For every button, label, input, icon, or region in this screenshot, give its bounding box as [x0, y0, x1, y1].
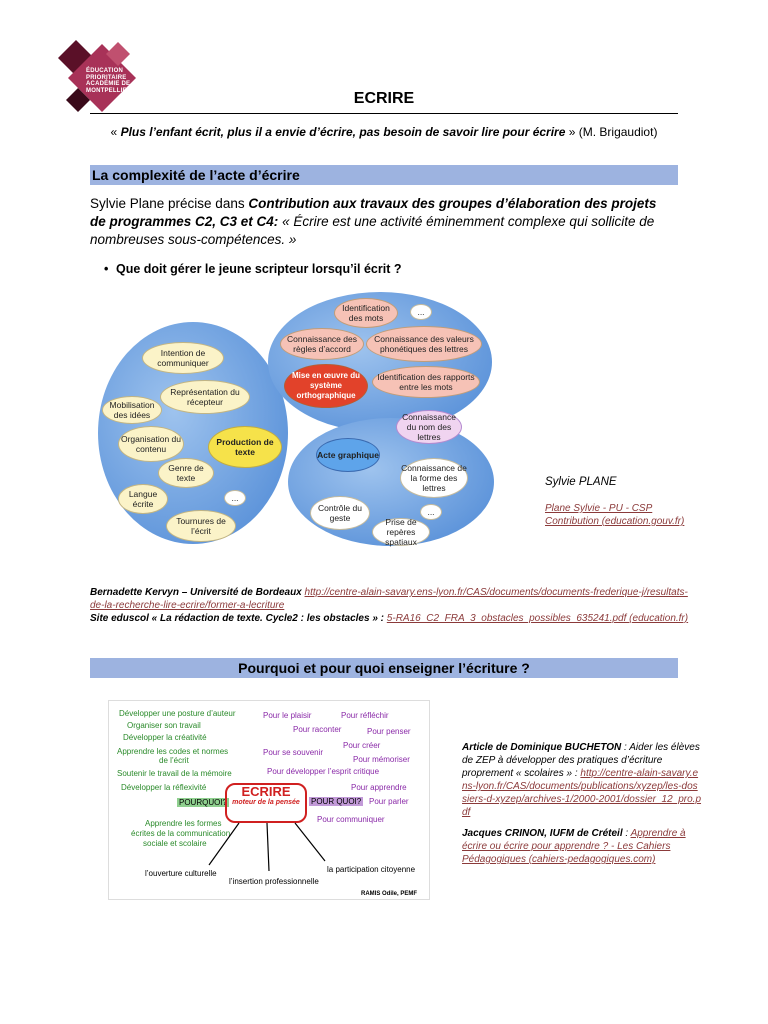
- label: de l’écrit: [159, 756, 189, 765]
- section-heading-complexity: La complexité de l’acte d’écrire: [90, 165, 678, 185]
- bubble: Connaissance de la forme des lettres: [400, 458, 468, 498]
- label: Soutenir le travail de la mémoire: [117, 769, 232, 778]
- label: Pour apprendre: [351, 783, 407, 792]
- label: POUR QUOI?: [309, 797, 364, 806]
- bubble-highlight: Mise en œuvre du système orthographique: [284, 364, 368, 408]
- signature-name: Sylvie PLANE: [545, 476, 617, 488]
- label: Pour raconter: [293, 725, 342, 734]
- logo-text: ÉDUCATION PRIORITAIRE ACADÉMIE DE MONTPE…: [86, 68, 132, 94]
- logo: ÉDUCATION PRIORITAIRE ACADÉMIE DE MONTPE…: [58, 40, 142, 114]
- bubble: Intention de communiquer: [142, 342, 224, 374]
- bubble: Tournures de l’écrit: [166, 510, 236, 542]
- connector-arrows-icon: [208, 822, 326, 872]
- bubble-highlight: Acte graphique: [316, 438, 380, 472]
- opening-quote: « Plus l’enfant écrit, plus il a envie d…: [110, 125, 658, 139]
- label: Apprendre les formes: [145, 819, 222, 828]
- section-heading-why: Pourquoi et pour quoi enseigner l’écritu…: [90, 658, 678, 678]
- label: l’ouverture culturelle: [145, 869, 217, 878]
- label: Organiser son travail: [127, 721, 201, 730]
- bubble: Connaissance des règles d’accord: [280, 328, 364, 360]
- crinon-link[interactable]: Apprendre à écrire ou écrire pour appren…: [462, 828, 686, 865]
- title-divider: [90, 113, 678, 114]
- bubble: Identification des mots: [334, 298, 398, 328]
- label: sociale et scolaire: [143, 839, 207, 848]
- bullet-question: •Que doit gérer le jeune scripteur lorsq…: [104, 262, 402, 276]
- article-references: Article de Dominique BUCHETON : Aider le…: [462, 742, 702, 865]
- references: Bernadette Kervyn – Université de Bordea…: [90, 587, 689, 624]
- bubble: ...: [410, 304, 432, 320]
- label: Pour créer: [343, 741, 381, 750]
- plane-link[interactable]: Plane Sylvie - PU - CSP: [545, 503, 653, 514]
- logo-mark-icon: [58, 40, 136, 112]
- label: Apprendre les codes et normes: [117, 747, 229, 756]
- bubble: Langue écrite: [118, 484, 168, 514]
- label: Développer la créativité: [123, 733, 207, 742]
- contribution-link[interactable]: Contribution (education.gouv.fr): [545, 516, 685, 527]
- bubble: Mobilisation des idées: [102, 396, 162, 424]
- label: l’insertion professionnelle: [229, 877, 319, 886]
- signature-links: Plane Sylvie - PU - CSP Contribution (ed…: [545, 502, 684, 528]
- bubble: Prise de repères spatiaux: [372, 517, 430, 547]
- section1-paragraph: Sylvie Plane précise dans Contribution a…: [90, 196, 657, 247]
- why-write-diagram: Développer une posture d’auteur Organise…: [108, 700, 430, 900]
- bubble: ...: [224, 490, 246, 506]
- label: Pour communiquer: [317, 815, 385, 824]
- label: Pour le plaisir: [263, 711, 312, 720]
- eduscol-link[interactable]: 5-RA16_C2_FRA_3_obstacles_possibles_6352…: [386, 613, 689, 624]
- label: Pour se souvenir: [263, 748, 324, 757]
- label: Développer une posture d’auteur: [119, 709, 236, 718]
- label: Pour réfléchir: [341, 711, 389, 720]
- bubble: Organisation du contenu: [118, 426, 184, 462]
- bubble: Contrôle du geste: [310, 496, 370, 530]
- label: écrites de la communication: [131, 829, 231, 838]
- label: Pour mémoriser: [353, 755, 410, 764]
- bullet-icon: •: [104, 262, 109, 276]
- label: Pour développer l’esprit critique: [267, 767, 380, 776]
- label: Pour penser: [367, 727, 411, 736]
- bubble-highlight: Production de texte: [208, 426, 282, 468]
- label: POURQUOI?: [177, 798, 230, 807]
- bubble: Connaissance des valeurs phonétiques des…: [366, 326, 482, 362]
- credit: RAMIS Odile, PEMF: [361, 891, 418, 897]
- bubble: ...: [420, 504, 442, 520]
- page-title: ECRIRE: [353, 90, 415, 107]
- bubble: Représentation du récepteur: [160, 380, 250, 414]
- center-box: ECRIRE moteur de la pensée: [225, 783, 307, 823]
- label: la participation citoyenne: [327, 865, 416, 874]
- bubble: Connaissance du nom des lettres: [396, 410, 462, 444]
- label: Pour parler: [369, 797, 409, 806]
- writing-skills-diagram: Intention de communiquer Représentation …: [90, 290, 494, 548]
- label: Développer la réflexivité: [121, 783, 207, 792]
- bubble: Genre de texte: [158, 458, 214, 488]
- kervyn-link[interactable]: http://centre-alain-savary.ens-lyon.fr/C…: [90, 587, 688, 611]
- bucheton-link[interactable]: http://centre-alain-savary.ens-lyon.fr/C…: [462, 768, 702, 818]
- bubble: Identification des rapports entre les mo…: [372, 366, 480, 398]
